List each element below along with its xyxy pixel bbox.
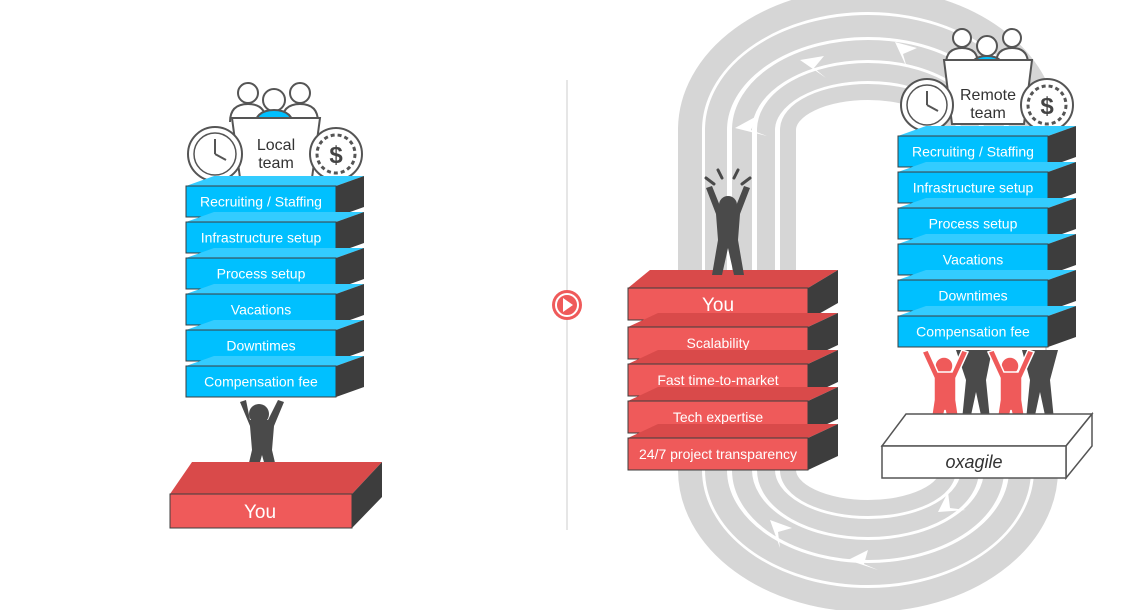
left-stack-label: Process setup [217, 266, 306, 282]
person-figure-icon [956, 350, 1058, 420]
you-label: You [702, 295, 734, 316]
left-panel: Local team $ Recruiting / StaffingInfras… [169, 82, 382, 529]
left-base-label: You [244, 502, 276, 523]
remote-stack-block [897, 171, 1049, 204]
logo-text: oxagile [945, 452, 1002, 472]
remote-stack-block [897, 207, 1049, 240]
left-stack-label: Downtimes [226, 338, 295, 354]
cycle-loop [678, 0, 1058, 610]
remote-stack-item: Compensation fee [897, 306, 1076, 348]
remote-stack-label: Recruiting / Staffing [912, 144, 1034, 160]
loop-arrows [735, 42, 966, 570]
left-stack-label: Compensation fee [204, 374, 318, 390]
clock-icon [900, 78, 954, 132]
left-stack-block [185, 293, 337, 326]
remote-stack-label: Compensation fee [916, 324, 1030, 340]
clock-icon [187, 126, 243, 182]
person-figure-icon [704, 168, 752, 275]
svg-text:$: $ [329, 142, 343, 169]
oxagile-logo-base: oxagile [880, 411, 1094, 481]
left-stack-label: Vacations [231, 302, 291, 318]
svg-text:$: $ [1040, 93, 1054, 120]
left-stack-block [185, 221, 337, 254]
remote-stack-item: Process setup [897, 198, 1076, 240]
remote-stack-label: Downtimes [938, 288, 1007, 304]
left-stack-item: Vacations [185, 284, 364, 326]
remote-stack-block [897, 243, 1049, 276]
benefit-item: 24/7 project transparency [627, 424, 838, 471]
remote-stack-label: Vacations [943, 252, 1003, 268]
remote-stack-block [897, 279, 1049, 312]
benefit-label: Tech expertise [673, 409, 763, 425]
remote-stack-block [897, 135, 1049, 168]
remote-panel: Remote team $ Recruiting / StaffingInfra… [880, 28, 1094, 481]
remote-stack-item: Recruiting / Staffing [897, 126, 1076, 168]
remote-stack-label: Process setup [929, 216, 1018, 232]
left-base: You [169, 462, 382, 529]
left-stack-label: Recruiting / Staffing [200, 194, 322, 210]
benefit-block [627, 437, 809, 471]
remote-stack-item: Infrastructure setup [897, 162, 1076, 204]
benefit-label: Scalability [686, 335, 749, 351]
team-label-line2: team [258, 155, 294, 172]
left-stack-item: Recruiting / Staffing [185, 176, 364, 218]
remote-stack-item: Vacations [897, 234, 1076, 276]
left-stack-block [185, 185, 337, 218]
benefit-label: Fast time-to-market [657, 372, 778, 388]
play-arrow-icon[interactable] [552, 290, 582, 320]
dollar-coin-icon: $ [309, 127, 363, 181]
left-stack-item: Downtimes [185, 320, 364, 362]
remote-stack-label: Infrastructure setup [913, 180, 1034, 196]
left-stack-item: Process setup [185, 248, 364, 290]
left-stack-block [185, 257, 337, 290]
remote-stack-item: Downtimes [897, 270, 1076, 312]
remote-team-label-line2: team [970, 105, 1006, 122]
left-stack-block [185, 365, 337, 398]
left-stack-label: Infrastructure setup [201, 230, 322, 246]
remote-stack-block [897, 315, 1049, 348]
left-stack-item: Compensation fee [185, 356, 364, 398]
left-stack-item: Infrastructure setup [185, 212, 364, 254]
team-label-line1: Local [257, 137, 295, 154]
left-stack-block [185, 329, 337, 362]
benefit-label: 24/7 project transparency [639, 446, 797, 462]
dollar-coin-icon: $ [1020, 78, 1074, 132]
remote-team-label-line1: Remote [960, 87, 1016, 104]
